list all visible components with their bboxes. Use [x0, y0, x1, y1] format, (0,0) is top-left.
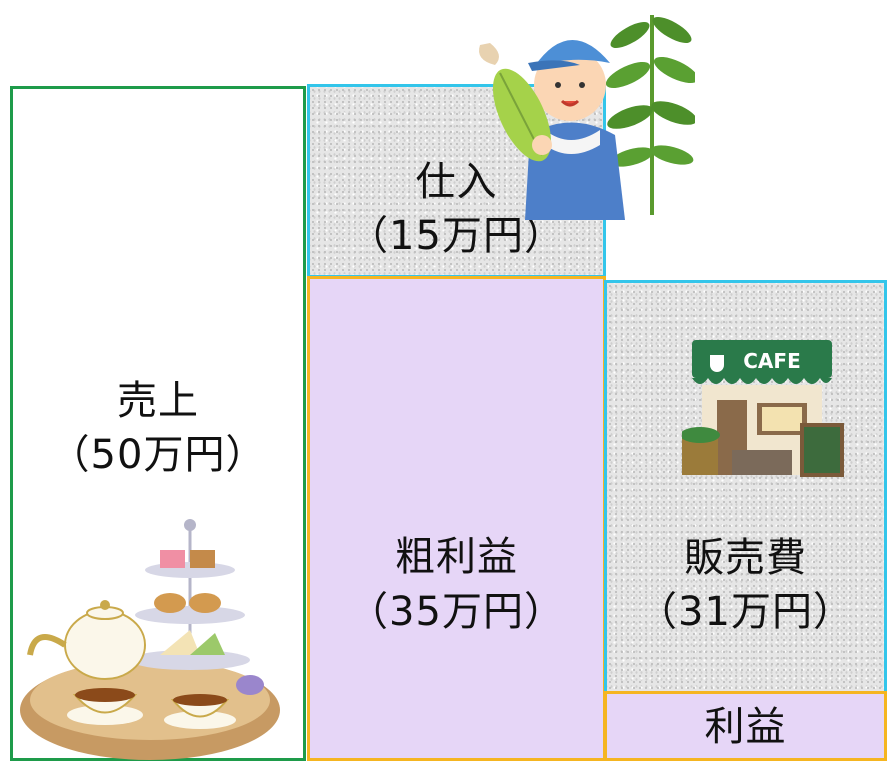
- profit-box: 利益: [604, 691, 887, 761]
- coffee-cup-icon: [710, 355, 724, 372]
- gross-profit-box: 粗利益 （35万円）: [307, 276, 606, 761]
- gross-profit-title: 粗利益: [395, 534, 518, 580]
- gross-profit-amount: （35万円）: [348, 589, 565, 635]
- teacup-icon: [67, 688, 236, 729]
- cake-stand-icon: [130, 519, 250, 670]
- purchase-title: 仕入: [415, 159, 498, 205]
- cap-icon: [534, 39, 610, 67]
- cafe-awning: [692, 340, 832, 378]
- cafe-illustration: CAFE: [682, 340, 844, 477]
- cafe-sign-text: CAFE: [743, 349, 800, 373]
- profit-title: 利益: [704, 704, 787, 750]
- farmer-illustration: [479, 15, 695, 220]
- purchase-amount: （15万円）: [348, 213, 565, 259]
- menu-board-icon: [800, 423, 844, 477]
- sga-title: 販売費: [684, 535, 807, 581]
- teapot-icon: [27, 600, 146, 680]
- sga-amount: （31万円）: [637, 589, 854, 635]
- sales-box: 売上 （50万円）: [10, 86, 306, 761]
- plant-icon: [605, 15, 695, 215]
- sales-amount: （50万円）: [49, 432, 267, 478]
- sales-title: 売上: [117, 378, 199, 424]
- jam-pot-icon: [236, 675, 264, 695]
- tea-set-illustration: [20, 519, 280, 760]
